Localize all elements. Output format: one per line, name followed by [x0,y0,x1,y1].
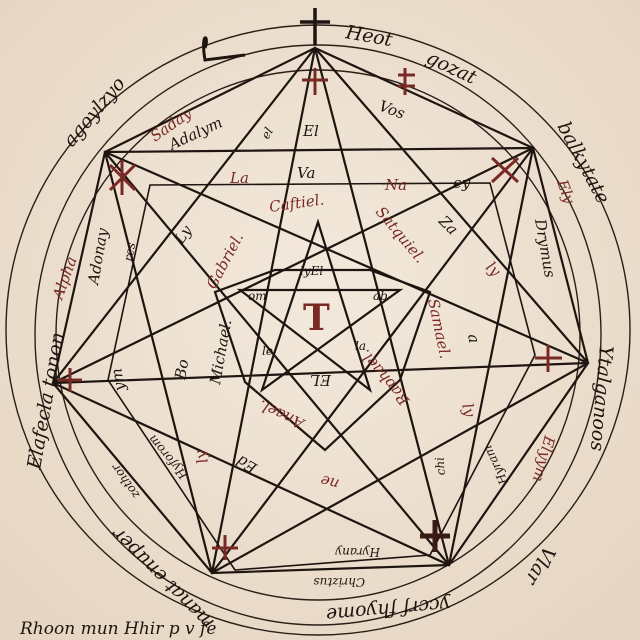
center-word: om [248,289,267,303]
heptagram-outer [51,46,590,575]
center-polygon [213,268,432,452]
pentagram [236,218,404,393]
center-word: le [262,344,273,358]
letter: ey [453,174,471,192]
ring-word: Chriztus [313,575,365,589]
heptagon [51,46,590,575]
center-word: EL [310,371,332,389]
outer-circle [5,24,631,636]
letter: La [229,169,249,187]
cross-icon [300,8,330,45]
letter: ym [107,367,129,393]
inner-heptagon [107,182,536,571]
center-word: la [355,339,366,353]
letter: Bo [171,358,192,382]
center-word: lyEl [300,264,323,278]
letter: ly [458,401,479,419]
letter: chi [432,456,448,476]
letter: Va [297,164,315,182]
bottom-handwriting: Rhoon mun Hhir p v fe [19,619,216,639]
letter: a [464,333,483,345]
center-tau: T [303,297,330,339]
letter: El [302,122,319,140]
cross-icon [58,68,562,560]
middle-circle [34,44,602,626]
letter: ly [191,448,212,466]
sigil-mark-icon [202,36,246,62]
star-name: Hyrany [335,545,381,559]
letter: res [121,241,138,262]
heptagram-inner [52,47,589,574]
cross-icon [420,520,450,552]
center-word: ab [373,289,388,303]
letter: ne [318,471,341,493]
letter: Na [384,176,407,194]
